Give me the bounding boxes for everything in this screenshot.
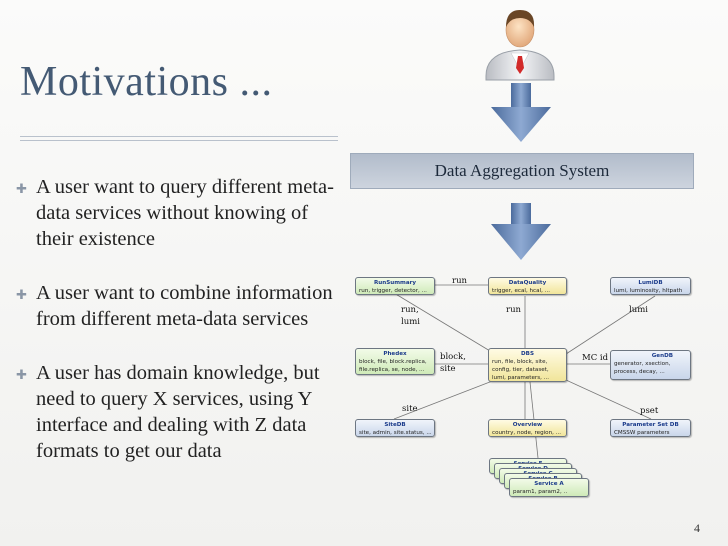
service-sitedb: SiteDB site, admin, site.status, ... [355, 419, 435, 437]
service-runsummary: RunSummary run, trigger, detector, ... [355, 277, 435, 295]
service-overview: Overview country, node, region, ... [488, 419, 567, 437]
arrow-down-icon [491, 203, 551, 260]
service-fields: param1, param2, .. [513, 489, 568, 495]
link-label-run: run [506, 305, 522, 315]
service-title: SiteDB [384, 422, 406, 428]
bullet-marker-icon: ✚ [16, 181, 27, 196]
service-parameter-set-db: Parameter Set DB CMSSW parameters [610, 419, 691, 437]
link-label-block-site: site [440, 364, 456, 374]
bullet-list: ✚ A user want to query different meta-da… [16, 174, 346, 484]
page-number: 4 [694, 521, 700, 535]
bullet-item: ✚ A user want to combine information fro… [16, 280, 346, 332]
service-fields: file.replica, se, node, ... [359, 367, 425, 373]
link-label-run: run [452, 276, 468, 286]
bullet-item: ✚ A user want to query different meta-da… [16, 174, 346, 252]
service-fields: country, node, region, ... [492, 430, 562, 436]
service-fields: run, trigger, detector, ... [359, 288, 427, 294]
service-title: Service A [534, 481, 564, 487]
service-phedex: Phedex block, file, block.replica, file.… [355, 348, 435, 375]
slide-title: Motivations ... [20, 59, 273, 105]
link-label-site: site [402, 404, 418, 414]
link-label-pset: pset [640, 406, 659, 416]
link-label-mc-id: MC id [582, 353, 609, 363]
service-fields: generator, xsection, [614, 361, 671, 367]
service-title: Phedex [383, 351, 407, 357]
title-divider [20, 136, 338, 137]
service-title: DataQuality [508, 280, 547, 286]
service-fields: run, file, block, site, [492, 359, 548, 365]
connection-lines [393, 284, 656, 459]
service-dbs: DBS run, file, block, site, config, tier… [488, 348, 567, 382]
service-title: Parameter Set DB [622, 422, 679, 428]
link-label-lumi: lumi [629, 305, 648, 315]
bullet-text: A user want to combine information from … [36, 282, 333, 330]
service-fields: CMSSW parameters [614, 430, 670, 436]
link-label-run-lumi: lumi [401, 317, 420, 327]
service-fields: lumi, luminosity, hltpath [614, 288, 683, 294]
service-a: Service A param1, param2, .. [509, 478, 589, 497]
bullet-marker-icon: ✚ [16, 287, 27, 302]
service-fields: config, tier, dataset, [492, 367, 549, 373]
system-label: Data Aggregation System [434, 161, 610, 180]
title-divider-2 [20, 140, 338, 141]
service-title: GenDB [651, 353, 673, 359]
service-fields: process, decay, ... [614, 369, 665, 375]
service-title: RunSummary [373, 280, 417, 286]
service-fields: lumi, parameters, ... [492, 375, 549, 381]
user-icon [485, 10, 555, 81]
data-aggregation-system-box: Data Aggregation System [350, 153, 694, 189]
service-fields: trigger, ecal, hcal, ... [492, 288, 550, 294]
bullet-text: A user has domain knowledge, but need to… [36, 362, 320, 462]
service-title: DBS [521, 351, 534, 357]
service-fields: block, file, block.replica, [359, 359, 427, 365]
arrow-down-icon [491, 83, 551, 142]
service-title: LumiDB [638, 280, 663, 286]
service-lumidb: LumiDB lumi, luminosity, hltpath [610, 277, 691, 295]
link-label-block-site: block, [440, 352, 466, 362]
link-label-run-lumi: run, [401, 305, 419, 315]
bullet-item: ✚ A user has domain knowledge, but need … [16, 360, 346, 464]
service-gendb: GenDB generator, xsection, process, deca… [610, 350, 691, 380]
service-fields: site, admin, site.status, ... [359, 430, 431, 436]
bullet-marker-icon: ✚ [16, 367, 27, 382]
bullet-text: A user want to query different meta-data… [36, 176, 334, 250]
service-title: Overview [512, 422, 543, 428]
service-dataquality: DataQuality trigger, ecal, hcal, ... [488, 277, 567, 295]
